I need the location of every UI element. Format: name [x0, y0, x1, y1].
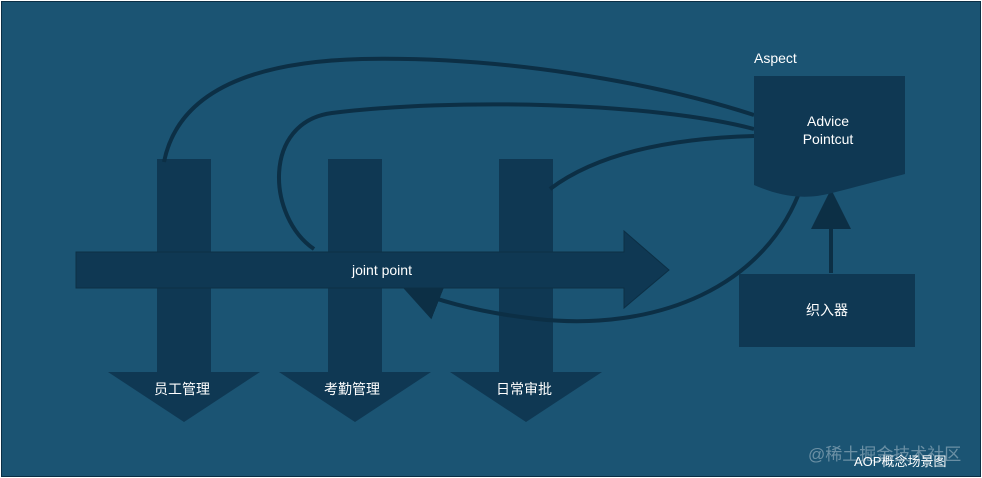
module-label-attendance: 考勤管理 [324, 381, 380, 397]
curve-middle [276, 102, 755, 251]
curve-return [401, 184, 804, 324]
curve-inner [548, 134, 755, 191]
curve-outer [162, 56, 755, 163]
advice-label: Advice [806, 113, 850, 129]
watermark: @稀土掘金技术社区 [808, 445, 962, 464]
weaver-label: 织入器 [806, 302, 848, 318]
joint-point-label: joint point [352, 262, 412, 278]
diagram-caption: AOP概念场景图 [854, 454, 947, 469]
aspect-label: Aspect [754, 50, 797, 66]
module-label-employee: 员工管理 [154, 381, 210, 397]
aspect-document-shape [754, 76, 905, 197]
pointcut-label: Pointcut [802, 131, 854, 147]
joint-point-arrow [75, 229, 670, 310]
module-label-approval: 日常审批 [496, 381, 552, 397]
weaver-box [739, 274, 915, 347]
